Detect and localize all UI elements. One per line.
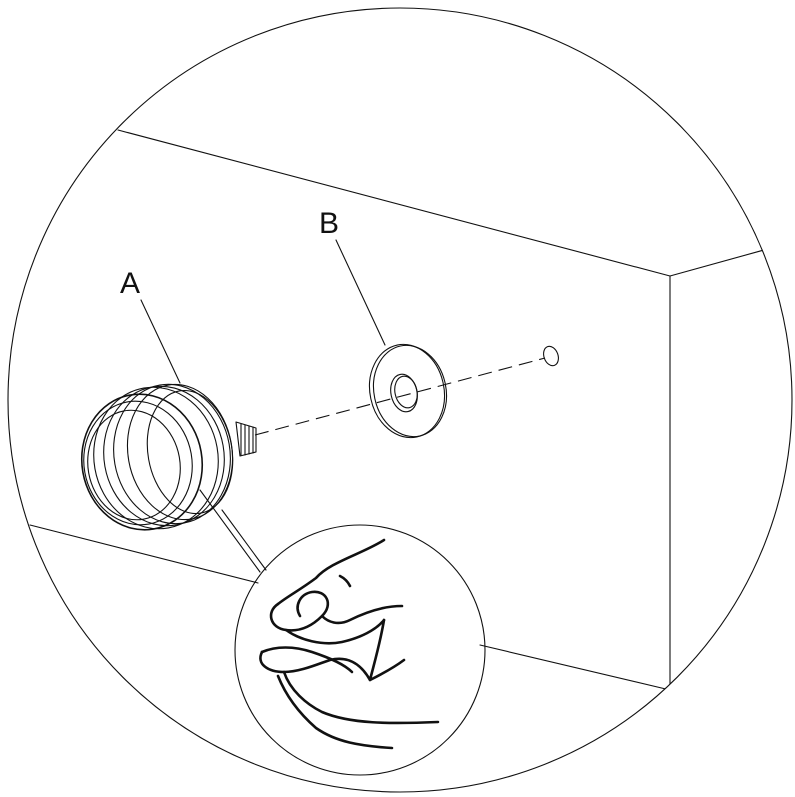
inset-connector-left <box>199 489 261 573</box>
cabinet-bottom-right-edge <box>479 644 671 691</box>
cabinet-bottom-left-edge <box>29 524 259 584</box>
cabinet-top-edge <box>117 129 671 277</box>
label-a: A <box>120 267 140 300</box>
hand-pinch-illustration <box>259 538 440 750</box>
washer-b <box>368 343 448 439</box>
detail-circle <box>7 7 793 793</box>
inset-connector-right <box>221 509 267 571</box>
assembly-axis-line <box>254 357 546 436</box>
cabinet-edges <box>29 129 792 691</box>
mounting-hole <box>543 345 559 367</box>
leader-line-b <box>335 239 386 346</box>
label-b: B <box>319 207 339 240</box>
leader-line-a <box>140 299 181 384</box>
inset-circle <box>234 524 486 776</box>
knob-a <box>80 383 257 531</box>
cabinet-top-right-edge <box>669 239 792 277</box>
background-diagonal-edge <box>764 204 792 241</box>
